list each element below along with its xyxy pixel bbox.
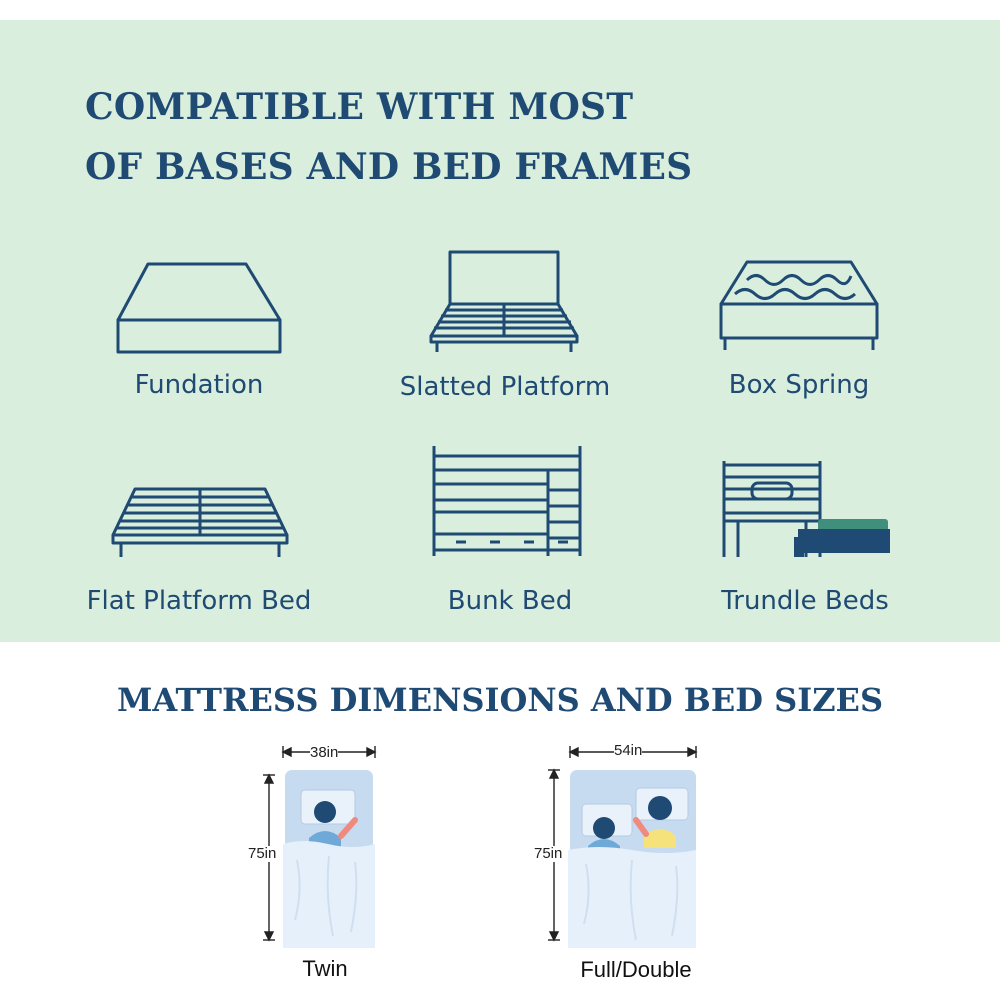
compatibility-title-line-1: COMPATIBLE WITH MOST	[85, 86, 634, 128]
dimensions-title: MATTRESS DIMENSIONS AND BED SIZES	[116, 681, 884, 719]
full-double-size-label: Full/Double	[580, 957, 692, 982]
flat-platform-bed-label: Flat Platform Bed	[86, 586, 312, 616]
trundle-beds-label: Trundle Beds	[721, 586, 889, 616]
foundation-icon	[116, 262, 282, 354]
box-spring-icon	[719, 260, 879, 350]
twin-size-label: Twin	[302, 956, 348, 981]
trundle-beds-icon	[722, 461, 890, 557]
bunk-bed-label: Bunk Bed	[447, 586, 573, 616]
full-double-width-label: 54in	[614, 742, 643, 759]
flat-platform-bed-icon	[111, 487, 289, 557]
box-spring-label: Box Spring	[728, 370, 870, 400]
slatted-platform-icon	[429, 250, 579, 352]
foundation-label: Fundation	[134, 370, 264, 400]
slatted-platform-label: Slatted Platform	[399, 372, 611, 402]
bunk-bed-icon	[432, 446, 582, 556]
twin-length-label: 75in	[248, 845, 277, 862]
full-double-length-label: 75in	[534, 845, 563, 862]
twin-width-label: 38in	[310, 744, 339, 761]
full-double-bed-illustration	[548, 746, 698, 948]
compatibility-title-line-2: OF BASES AND BED FRAMES	[85, 146, 693, 188]
twin-bed-illustration	[263, 746, 377, 948]
